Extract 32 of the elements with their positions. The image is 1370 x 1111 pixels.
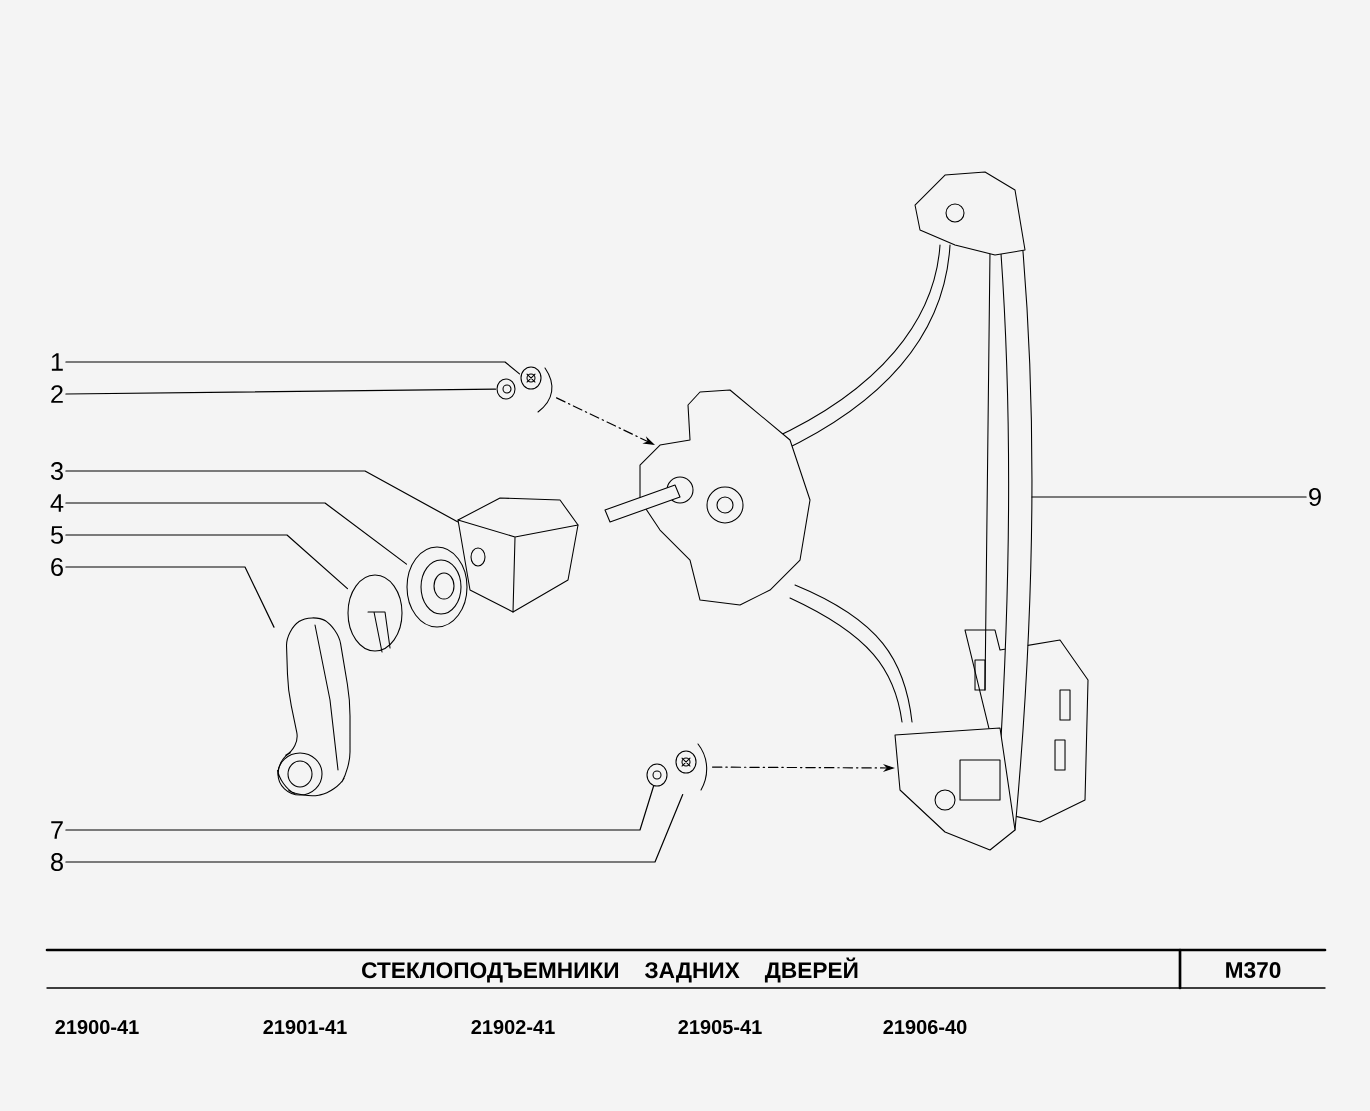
leader-line <box>65 470 459 523</box>
callout-number: 8 <box>51 853 63 871</box>
nut-drawing <box>496 378 516 400</box>
model-number: 21900-41 <box>55 1019 139 1035</box>
title: СТЕКЛОПОДЪЕМНИКИ ЗАДНИХ ДВЕРЕЙ <box>362 957 858 983</box>
leader-line <box>65 388 497 395</box>
leader-line <box>65 534 349 590</box>
callout-number: 4 <box>50 494 64 512</box>
model-number: 21906-40 <box>883 1019 967 1035</box>
model-number: 21902-41 <box>471 1019 555 1035</box>
model-number: 21901-41 <box>263 1019 347 1035</box>
callout-number: 3 <box>50 462 63 480</box>
callout-number: 7 <box>51 821 63 839</box>
leader-line <box>65 785 655 831</box>
model-number: 21905-41 <box>678 1019 762 1035</box>
nut-drawing <box>646 763 668 787</box>
leader-line <box>65 361 521 375</box>
callout-number: 9 <box>1309 488 1321 506</box>
leader-line <box>65 793 684 863</box>
leader-line <box>65 566 275 628</box>
callout-number: 2 <box>51 385 63 403</box>
handle-drawing <box>277 617 351 797</box>
leader-line <box>65 502 408 565</box>
bushing-drawing <box>406 546 468 628</box>
washer-drawing <box>675 750 697 774</box>
callout-number: 6 <box>51 558 63 576</box>
callout-number: 5 <box>50 526 63 544</box>
callout-number: 1 <box>51 353 63 371</box>
leader-line <box>1031 496 1307 498</box>
sheet-number: M370 <box>1226 961 1281 979</box>
washer-drawing <box>520 366 542 390</box>
spacer-drawing <box>347 574 403 653</box>
